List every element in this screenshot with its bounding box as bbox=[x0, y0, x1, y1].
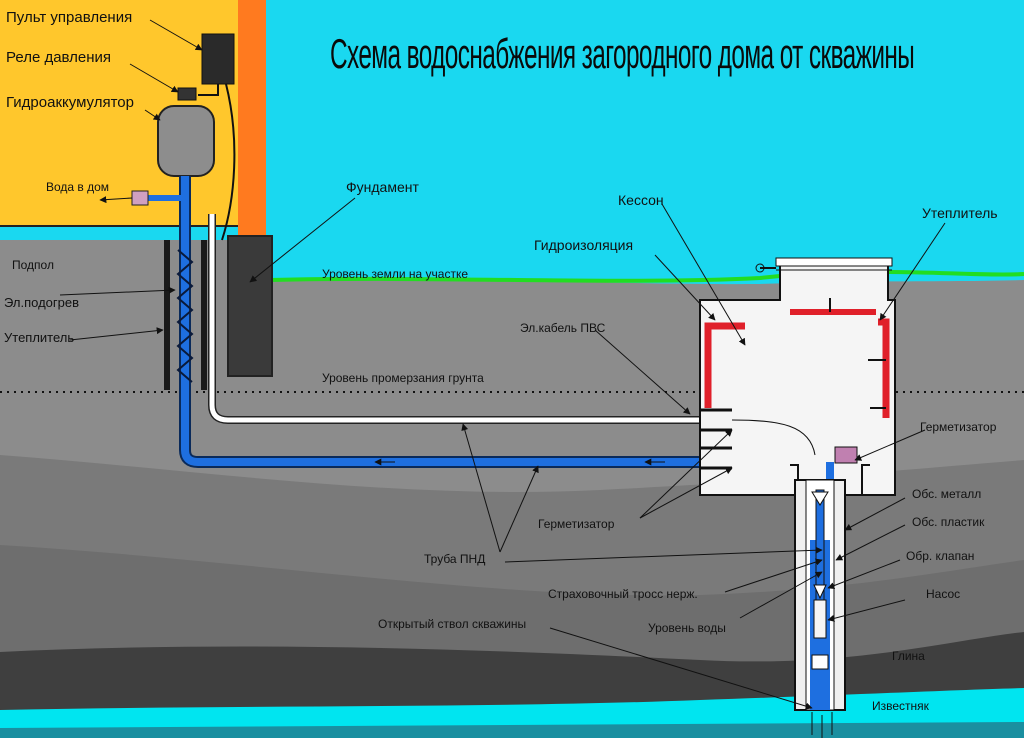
label-basement: Подпол bbox=[12, 258, 54, 272]
label-ground-level: Уровень земли на участке bbox=[322, 267, 469, 281]
label-foundation: Фундамент bbox=[346, 179, 419, 195]
check-valve bbox=[813, 584, 827, 600]
accumulator-tank bbox=[157, 105, 215, 177]
label-water-level: Уровень воды bbox=[648, 621, 726, 635]
label-water-to-house: Вода в дом bbox=[46, 180, 110, 194]
pressure-relay-box bbox=[177, 87, 197, 101]
label-accumulator: Гидроаккумулятор bbox=[6, 94, 134, 111]
insulation-left-bar bbox=[164, 240, 170, 390]
label-open-hole: Открытый ствол скважины bbox=[378, 617, 527, 631]
label-pump: Насос bbox=[926, 587, 961, 601]
label-pump-cable: Эл.кабель ПВС bbox=[520, 321, 606, 335]
foundation-block bbox=[227, 235, 273, 377]
label-check-valve: Обр. клапан bbox=[906, 549, 975, 563]
label-insulation-left: Утеплитель bbox=[4, 330, 75, 345]
label-limestone: Известняк bbox=[872, 699, 929, 713]
waterproofing-layer bbox=[704, 322, 745, 408]
diagram-title: Схема водоснабжения загородного дома от … bbox=[330, 30, 915, 77]
label-casing-plastic: Обс. пластик bbox=[912, 515, 985, 529]
label-control-panel: Пульт управления bbox=[6, 9, 133, 26]
label-safety-cable: Страховочный тросс нерж. bbox=[548, 587, 698, 601]
label-heating-cable: Эл.подогрев bbox=[4, 295, 80, 310]
label-waterproofing: Гидроизоляция bbox=[534, 237, 634, 253]
pump-body bbox=[813, 599, 827, 639]
pnd-pipe bbox=[181, 176, 830, 466]
ground-level-line bbox=[269, 274, 781, 283]
label-pipe-pnd: Труба ПНД bbox=[424, 552, 486, 566]
label-sealer-right: Герметизатор bbox=[920, 420, 997, 434]
control-panel-box bbox=[201, 33, 235, 85]
label-caisson: Кессон bbox=[618, 192, 664, 208]
label-casing-metal: Обс. металл bbox=[912, 487, 982, 501]
caisson-valve bbox=[834, 446, 858, 464]
label-clay: Глина bbox=[892, 649, 925, 663]
caisson-body bbox=[699, 259, 896, 496]
insulation-right-bar bbox=[201, 240, 207, 390]
label-sealer-bottom: Герметизатор bbox=[538, 517, 615, 531]
label-insulation-right: Утеплитель bbox=[922, 205, 998, 221]
house-valve bbox=[131, 190, 149, 206]
cable-sleeve bbox=[209, 214, 732, 423]
house-wall bbox=[238, 0, 266, 240]
label-pressure-relay: Реле давления bbox=[6, 49, 112, 66]
label-freeze-level: Уровень промерзания грунта bbox=[322, 371, 484, 385]
